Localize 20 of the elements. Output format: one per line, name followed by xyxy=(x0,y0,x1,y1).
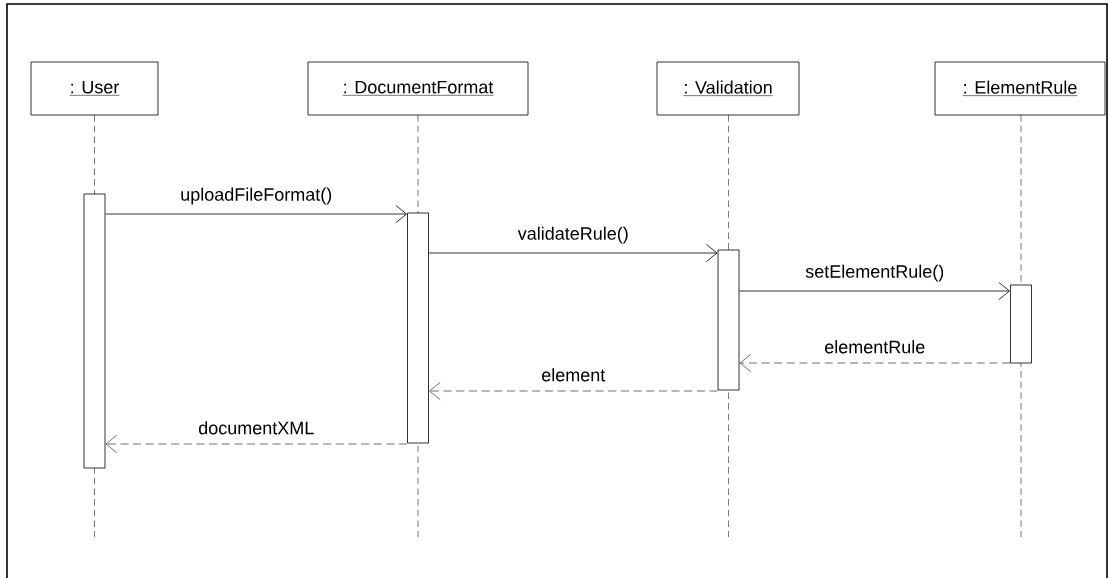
message-arrow xyxy=(428,243,718,263)
activation-bar xyxy=(1010,284,1032,364)
message-label: documentXML xyxy=(199,421,314,435)
message-arrow xyxy=(105,434,408,454)
message-label: validateRule() xyxy=(517,226,628,244)
lifeline-head: : ElementRule xyxy=(934,61,1106,116)
lifeline-head: : User xyxy=(30,61,159,116)
message-label: element xyxy=(542,368,606,382)
message-label: setElementRule() xyxy=(805,264,944,282)
message-label: elementRule xyxy=(825,340,925,354)
activation-bar xyxy=(407,212,429,444)
message-arrow xyxy=(429,381,718,401)
activation-bar xyxy=(717,249,740,391)
lifeline-head: : DocumentFormat xyxy=(307,61,529,116)
activation-bar xyxy=(83,193,106,469)
message-label: uploadFileFormat() xyxy=(181,187,332,205)
lifeline-head: : Validation xyxy=(656,61,800,116)
message-arrow xyxy=(739,281,1010,301)
message-arrow xyxy=(739,353,1011,373)
message-arrow xyxy=(105,204,407,224)
